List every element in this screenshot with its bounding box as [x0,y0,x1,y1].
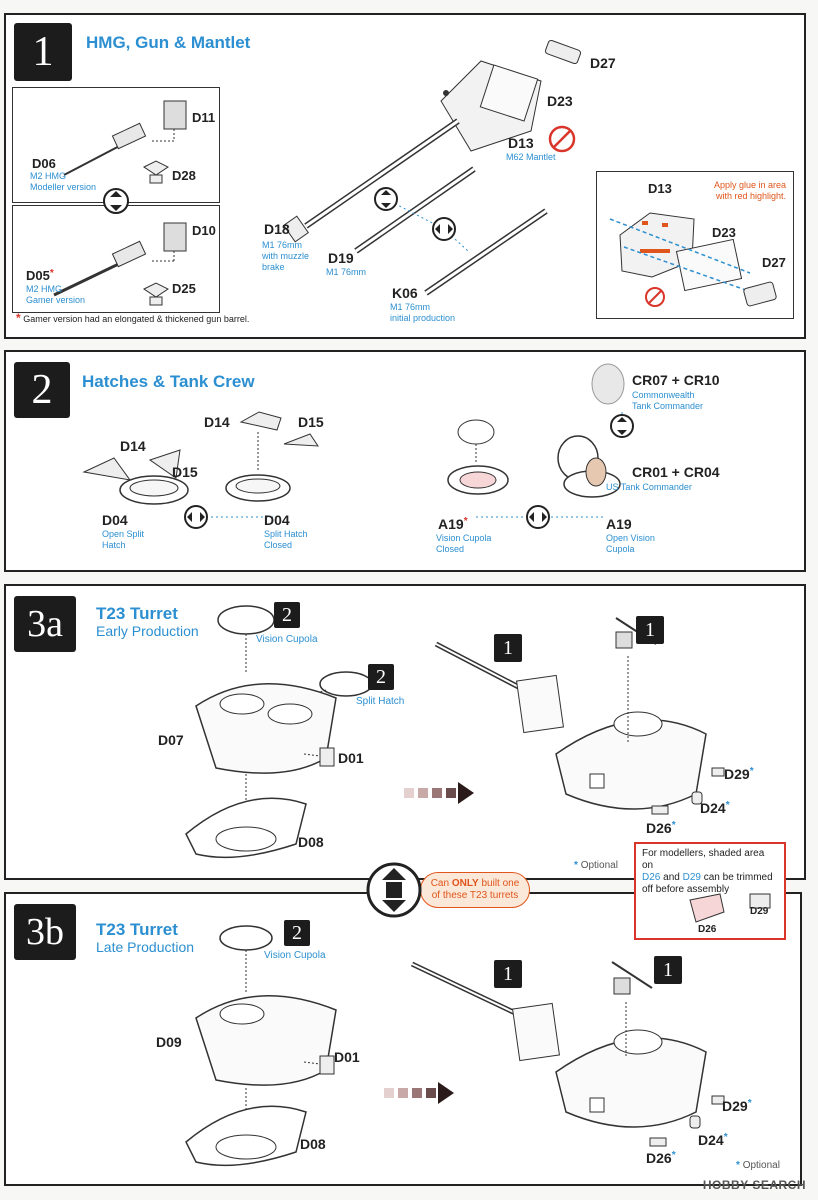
step-subtitle: Early Production [96,623,199,639]
part-d29: D29* [722,1098,752,1114]
part-d23: D23 [547,93,573,109]
part-d01: D01 [338,750,364,766]
step-3b-panel: 3b T23 Turret Late Production 2 Vision C… [4,892,802,1186]
badge-split-hatch: 2 [368,664,394,690]
part-d19: D19 [328,250,354,266]
either-or-icon [366,862,422,918]
inset-d23: D23 [712,225,736,240]
hatches-drawing [82,363,634,529]
part-d05: D05* [26,268,54,283]
part-d08: D08 [300,1136,326,1152]
part-d27: D27 [590,55,616,71]
watermark: HOBBY SEARCH [702,1178,806,1192]
vision-cupola-caption: Vision Cupola [256,634,318,645]
trim-parts-drawing [689,893,771,923]
part-d13-caption: M62 Mantlet [506,152,556,162]
step-number: 3a [14,596,76,652]
part-d26: D26* [646,820,676,836]
part-d18-caption: M1 76mm with muzzle brake [262,240,310,272]
step-number: 1 [14,23,72,81]
hmg-drawings [53,100,187,306]
badge-vision-cupola: 2 [274,602,300,628]
step-title: HMG, Gun & Mantlet [86,33,251,52]
part-d07: D07 [158,732,184,748]
part-d04-open-caption: Open Split Hatch [102,529,145,550]
part-d28: D28 [172,168,196,183]
part-d01: D01 [334,1049,360,1065]
part-d14-open: D14 [120,438,146,454]
crew-cr07-cr10: CR07 + CR10 [632,372,720,388]
turret-3b-drawing [185,925,725,1167]
part-d08: D08 [298,834,324,850]
step-number: 3b [14,904,76,960]
badge-gun-step1: 1 [494,634,522,662]
trim-label-d26: D26 [698,924,717,935]
part-d19-caption: M1 76mm [326,267,367,277]
part-d29: D29* [724,766,754,782]
part-k06-caption: M1 76mm initial production [390,302,456,323]
turret-3a-drawing [185,605,725,859]
part-d09: D09 [156,1034,182,1050]
part-a19-closed-caption: Vision Cupola Closed [436,533,492,554]
part-d26: D26* [646,1150,676,1166]
part-d11: D11 [192,110,216,125]
step-2-panel: 2 Hatches & Tank Crew D [4,350,806,572]
badge-hmg-step1: 1 [636,616,664,644]
modeller-trim-note: For modellers, shaded area on D26 and D2… [634,842,786,940]
part-d06-caption: M2 HMG Modeller version [30,171,97,192]
either-or-note: Can ONLY built one of these T23 turrets [420,872,530,908]
part-d04-closed: D04 [264,512,290,528]
part-d05-caption: M2 HMG Gamer version [26,284,86,305]
crew-cr01-caption: US Tank Commander [606,482,692,492]
crew-cr07-caption: Commonwealth Tank Commander [632,390,704,411]
optional-legend: * Optional [736,1160,780,1171]
part-d15-closed: D15 [298,414,324,430]
part-d25: D25 [172,281,196,296]
glue-note: Apply glue in area with red highlight. [713,180,786,201]
gun-barrels-drawing [283,39,582,296]
part-a19-closed: A19* [438,516,468,532]
part-a19-open: A19 [606,516,632,532]
split-hatch-caption: Split Hatch [356,696,405,707]
part-d04-open: D04 [102,512,128,528]
part-d24: D24* [698,1132,728,1148]
part-d24: D24* [700,800,730,816]
part-d13: D13 [508,135,534,151]
part-d18: D18 [264,221,290,237]
glue-inset-drawing [609,212,777,307]
gamer-footnote: * Gamer version had an elongated & thick… [16,311,250,325]
step-3a-panel: 3a T23 Turret Early Production [4,584,806,880]
vision-cupola-caption: Vision Cupola [264,950,326,961]
part-d06: D06 [32,156,56,171]
glue-inset-box [596,171,794,319]
step-subtitle: Late Production [96,939,195,955]
badge-hmg-step1: 1 [654,956,682,984]
part-k06: K06 [392,285,418,301]
part-d04-closed-caption: Split Hatch Closed [264,529,308,550]
part-a19-open-caption: Open Vision Cupola [606,533,655,554]
swap-icon [103,188,129,214]
part-d15-open: D15 [172,464,198,480]
part-d14-closed: D14 [204,414,230,430]
step-title: T23 Turret [96,604,178,623]
badge-vision-cupola: 2 [284,920,310,946]
step-title: Hatches & Tank Crew [82,372,255,391]
part-d10: D10 [192,223,216,238]
inset-d27: D27 [762,255,786,270]
crew-cr01-cr04: CR01 + CR04 [632,464,720,480]
badge-gun-step1: 1 [494,960,522,988]
step-1-panel: 1 HMG, Gun & Mantlet D11 D28 D06 M2 HMG … [4,13,806,339]
step-title: T23 Turret [96,920,178,939]
inset-d13: D13 [648,181,672,196]
optional-legend: * Optional [574,860,618,871]
trim-label-d29: D29 [750,906,769,917]
step-number: 2 [14,362,70,418]
